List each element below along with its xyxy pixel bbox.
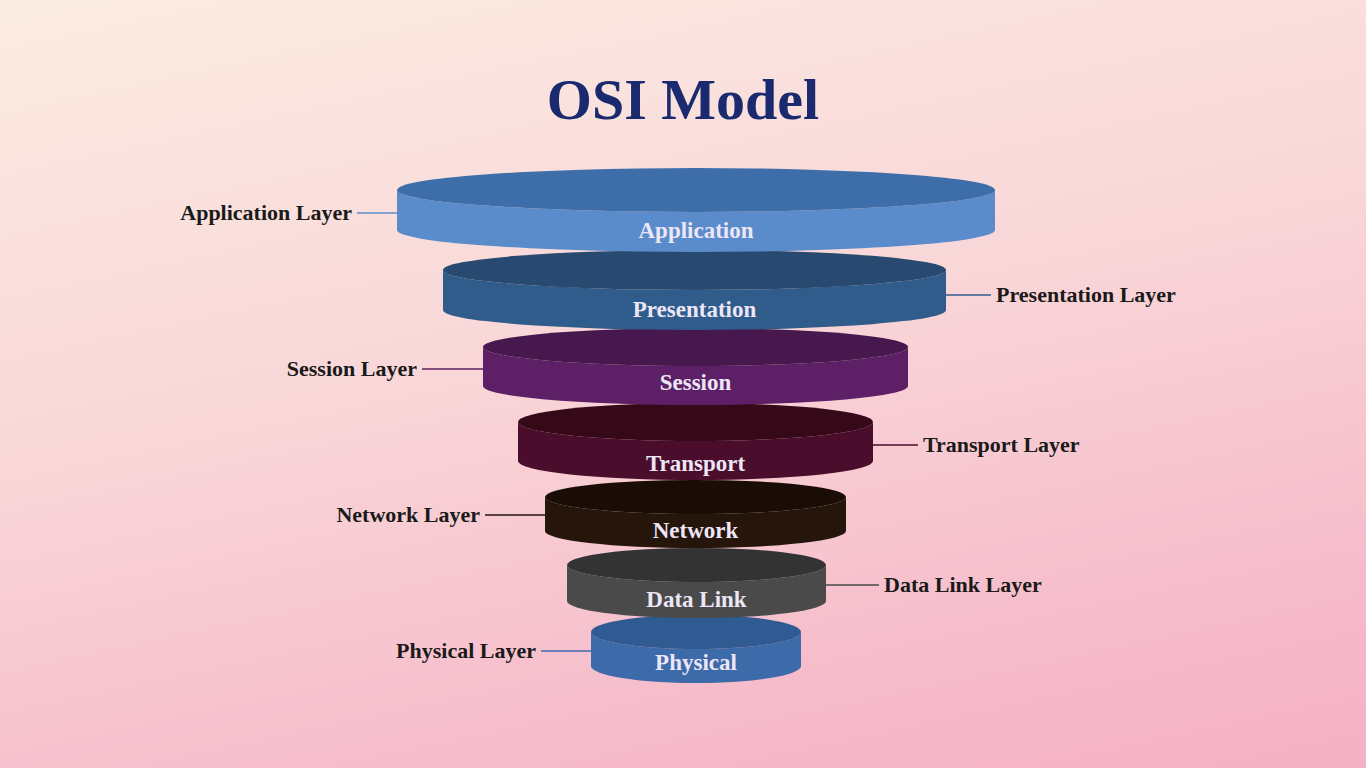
- osi-layer-disc: TransportTransport Layer: [518, 403, 873, 480]
- leader-line: [541, 650, 591, 651]
- layer-name: Presentation: [443, 297, 946, 322]
- leader-line: [485, 514, 545, 515]
- disc-top: [518, 403, 873, 441]
- leader-line: [826, 584, 879, 585]
- layer-name: Transport: [518, 451, 873, 476]
- layer-label: Physical Layer: [396, 639, 536, 663]
- layer-label: Transport Layer: [923, 433, 1080, 457]
- disc-top: [591, 615, 801, 649]
- osi-layer-disc: NetworkNetwork Layer: [545, 480, 846, 548]
- disc-top: [545, 480, 846, 514]
- osi-layer-disc: Data LinkData Link Layer: [567, 548, 826, 618]
- leader-line: [422, 368, 483, 369]
- leader-line: [946, 294, 991, 295]
- leader-line: [873, 444, 918, 445]
- osi-layer-disc: SessionSession Layer: [483, 328, 908, 405]
- layer-name: Network: [545, 518, 846, 543]
- diagram-title: OSI Model: [0, 68, 1366, 132]
- layer-label: Data Link Layer: [884, 573, 1042, 597]
- layer-name: Data Link: [567, 587, 826, 612]
- layer-label: Presentation Layer: [996, 283, 1176, 307]
- layer-name: Session: [483, 370, 908, 395]
- layer-name: Physical: [591, 650, 801, 675]
- disc-top: [483, 328, 908, 366]
- layer-name: Application: [397, 218, 995, 243]
- disc-top: [567, 548, 826, 582]
- osi-layer-disc: PhysicalPhysical Layer: [591, 615, 801, 683]
- disc-top: [397, 168, 995, 212]
- layer-label: Session Layer: [287, 357, 417, 381]
- layer-label: Network Layer: [336, 503, 480, 527]
- leader-line: [357, 212, 397, 213]
- osi-layer-disc: PresentationPresentation Layer: [443, 250, 946, 330]
- layer-label: Application Layer: [180, 201, 352, 225]
- osi-layer-disc: ApplicationApplication Layer: [397, 168, 995, 252]
- disc-top: [443, 250, 946, 290]
